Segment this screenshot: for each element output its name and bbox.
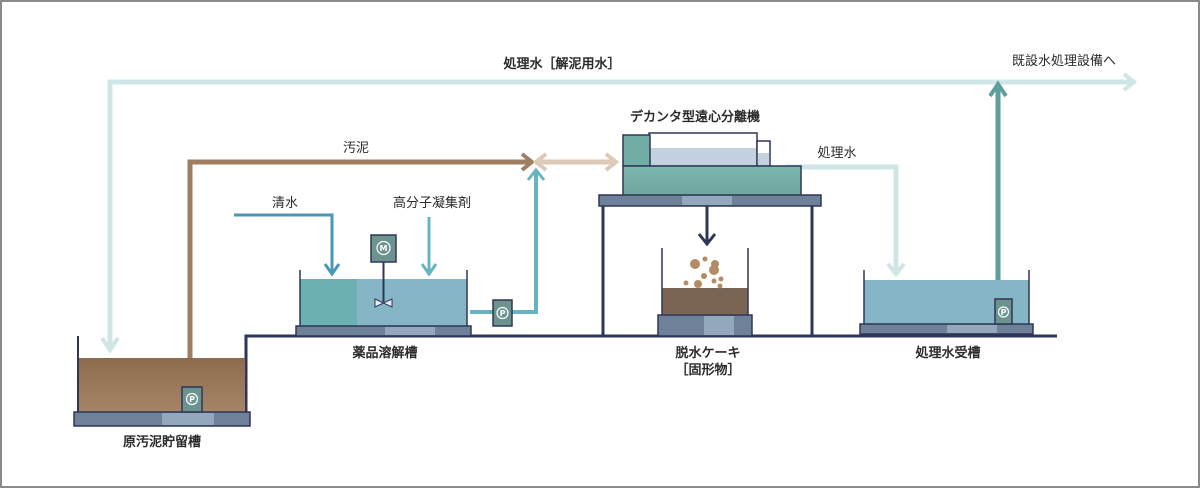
chemical-feed-line — [470, 167, 546, 314]
cake-label: 脱水ケーキ — [675, 345, 740, 361]
treated-water-line — [786, 164, 906, 278]
to-existing-label: 既設水処理設備へ — [1012, 53, 1116, 69]
decanter-centrifuge — [598, 132, 822, 336]
chem-tank-label: 薬品溶解槽 — [351, 345, 417, 361]
pump-icon: P — [181, 386, 203, 413]
polymer-line — [420, 217, 438, 277]
decanter-label: デカンタ型遠心分離機 — [630, 109, 760, 125]
pump-icon: P — [994, 298, 1013, 325]
chemical-tank: M — [295, 234, 472, 337]
svg-text:M: M — [380, 244, 388, 253]
cake-sublabel: ［固形物］ — [675, 362, 740, 378]
motor-icon: M — [370, 234, 397, 308]
sludge-label: 汚泥 — [343, 141, 369, 156]
to-existing-line — [988, 80, 1008, 302]
polymer-label: 高分子凝集剤 — [393, 195, 471, 211]
return-water-label: 処理水［解泥用水］ — [502, 56, 620, 72]
cake-particles — [683, 256, 724, 289]
return-water-line — [100, 72, 1138, 354]
clear-water-line — [234, 213, 341, 277]
treated-water-tank: P — [859, 270, 1034, 335]
treated-tank-label: 処理水受槽 — [914, 345, 980, 361]
dewatered-cake-bin — [657, 248, 753, 337]
pump-icon: P — [492, 299, 513, 327]
svg-text:P: P — [189, 395, 195, 404]
raw-tank-label: 原汚泥貯留槽 — [123, 434, 201, 450]
sludge-line — [187, 152, 620, 392]
clear-water-label: 清水 — [272, 196, 298, 211]
svg-text:P: P — [500, 309, 506, 318]
treated-water-label: 処理水 — [817, 146, 856, 161]
raw-sludge-tank: P — [73, 336, 251, 427]
svg-text:P: P — [1001, 308, 1007, 317]
